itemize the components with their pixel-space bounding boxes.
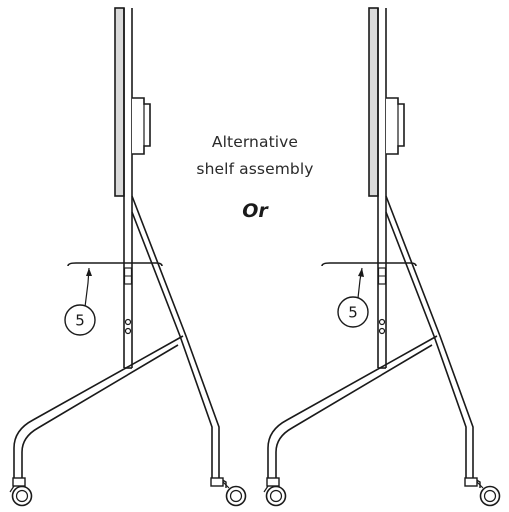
caption-line-1: Alternative — [211, 133, 299, 151]
or-separator: Or — [242, 200, 268, 222]
shelf-callout-right: 5 — [337, 267, 369, 328]
callout-circle-left — [64, 304, 96, 336]
callout-label-left: 5 — [75, 312, 85, 330]
mobile-stand-left: 5 — [9, 7, 247, 507]
callout-label-right: 5 — [348, 304, 358, 322]
callout-circle-right — [337, 296, 369, 328]
caption-line-2: shelf assembly — [196, 160, 314, 178]
mobile-stand-right — [263, 7, 501, 507]
